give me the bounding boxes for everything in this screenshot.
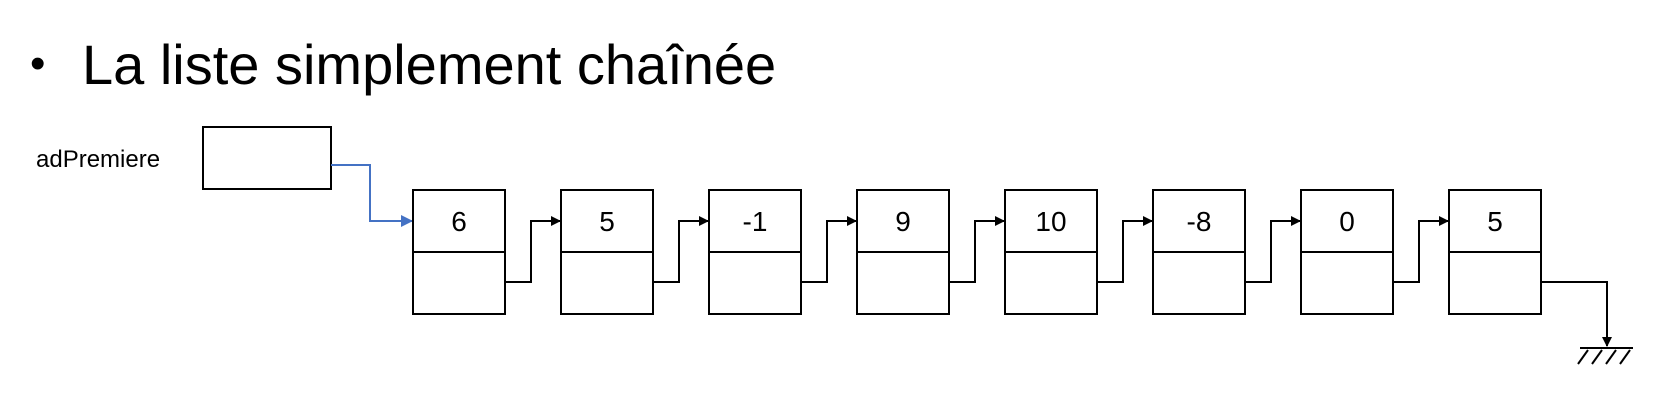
slide-title: • La liste simplement chaînée <box>30 28 776 100</box>
head-pointer-label: adPremiere <box>36 146 160 173</box>
node-value: 10 <box>1035 206 1066 237</box>
node-value: 5 <box>1487 206 1503 237</box>
node-value: -1 <box>743 206 768 237</box>
next-pointer-arrow <box>505 216 561 283</box>
list-node: -8 <box>1152 189 1246 315</box>
title-text: La liste simplement chaînée <box>82 32 777 96</box>
list-nodes: 6 5 -1 9 10 -8 0 5 <box>412 189 1542 315</box>
next-pointer-arrow <box>949 216 1005 283</box>
list-node: -1 <box>708 189 802 315</box>
head-pointer-box <box>202 126 332 190</box>
node-value: -8 <box>1187 206 1212 237</box>
list-node: 5 <box>1448 189 1542 315</box>
null-pointer-arrow <box>1542 281 1612 347</box>
next-pointer-arrow <box>801 216 857 283</box>
head-pointer-arrow <box>331 164 413 227</box>
next-pointer-arrow <box>1393 216 1449 283</box>
ground-icon <box>1577 347 1633 365</box>
next-pointer-arrow <box>1097 216 1153 283</box>
list-node: 9 <box>856 189 950 315</box>
next-pointer-arrow <box>1245 216 1301 283</box>
bullet-point: • <box>30 39 46 88</box>
list-node: 5 <box>560 189 654 315</box>
list-node: 10 <box>1004 189 1098 315</box>
node-value: 6 <box>451 206 467 237</box>
node-value: 0 <box>1339 206 1355 237</box>
list-node: 6 <box>412 189 506 315</box>
node-value: 5 <box>599 206 615 237</box>
next-pointer-arrow <box>653 216 709 283</box>
list-node: 0 <box>1300 189 1394 315</box>
node-value: 9 <box>895 206 911 237</box>
